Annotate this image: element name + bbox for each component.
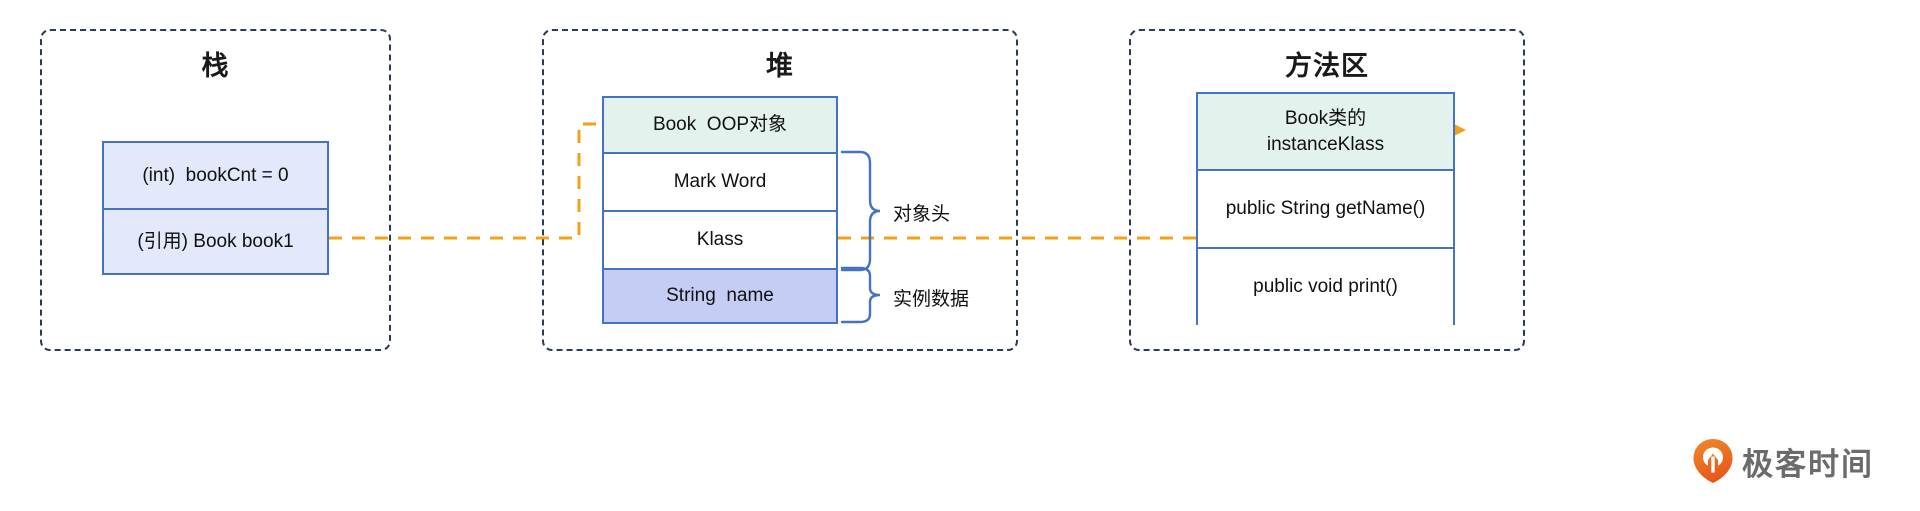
method-area-class-box: Book类的 instanceKlass public String getNa… [1196,92,1455,325]
brace-label-instance-data: 实例数据 [893,289,970,310]
brand-name: 极客时间 [1742,446,1874,482]
method-area-cell-instanceklass[interactable]: Book类的 instanceKlass [1198,94,1453,171]
geektime-pin-icon [1693,439,1733,483]
brand-logo: 极客时间 [1692,438,1874,484]
heap-cell-mark-word[interactable]: Mark Word [604,154,836,212]
heap-object-box: Book OOP对象 Mark Word Klass String name [602,96,838,324]
region-stack [40,29,391,351]
method-area-cell-getname[interactable]: public String getName() [1198,171,1453,249]
method-area-cell-print[interactable]: public void print() [1198,249,1453,325]
region-heap [542,29,1018,351]
region-title-stack: 栈 [201,51,230,81]
region-method-area [1129,29,1525,351]
region-title-heap: 堆 [766,51,794,81]
heap-cell-oop-object[interactable]: Book OOP对象 [604,98,836,154]
stack-frame-box: (int) bookCnt = 0 (引用) Book book1 [102,141,329,275]
stack-cell-book1[interactable]: (引用) Book book1 [104,210,327,273]
stack-cell-bookcnt[interactable]: (int) bookCnt = 0 [104,143,327,210]
heap-cell-string-name[interactable]: String name [604,270,836,322]
region-title-method-area: 方法区 [1285,51,1369,81]
brace-label-object-header: 对象头 [893,204,951,225]
heap-cell-klass[interactable]: Klass [604,212,836,270]
